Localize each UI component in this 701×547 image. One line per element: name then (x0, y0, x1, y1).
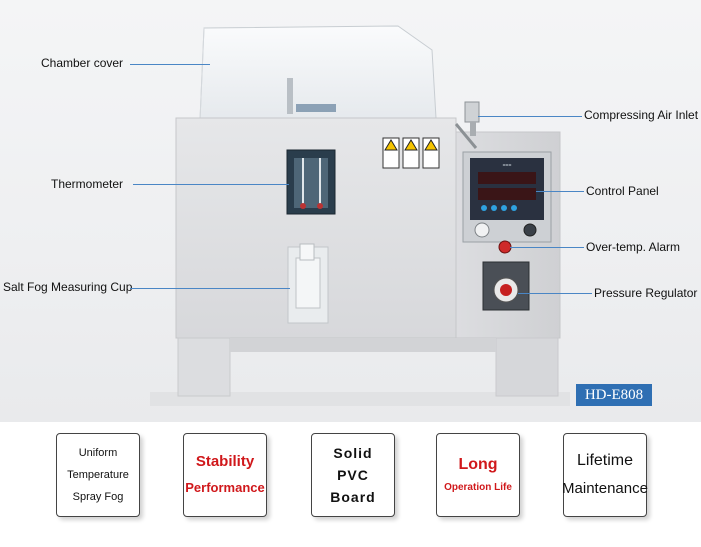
callout-line-alarm (510, 247, 584, 248)
feature-line: PVC (337, 467, 369, 483)
label-pressure-regulator: Pressure Regulator (594, 286, 698, 300)
feature-lifetime-maintenance: Lifetime Maintenance (562, 433, 648, 517)
feature-line: Maintenance (562, 480, 648, 497)
svg-text:===: === (503, 163, 512, 169)
callout-line-chamber-cover (130, 64, 210, 65)
label-salt-fog-cup: Salt Fog Measuring Cup (3, 280, 133, 294)
feature-line: Spray Fog (72, 491, 124, 503)
label-over-temp-alarm: Over-temp. Alarm (586, 240, 681, 254)
leg-left (177, 337, 231, 397)
callout-line-thermometer (133, 184, 289, 185)
feature-solid-pvc-board: Solid PVC Board (311, 433, 395, 517)
feature-line: Operation Life (444, 482, 512, 493)
feature-line: Temperature (67, 469, 129, 481)
callout-line-salt-fog-cup (130, 288, 290, 289)
feature-line: Uniform (78, 447, 118, 459)
salt-spray-chamber-illustration: === (150, 25, 570, 406)
callout-line-air-inlet (478, 116, 582, 117)
feature-line: Performance (185, 480, 265, 495)
feature-line: Solid (333, 445, 373, 461)
product-photo: === Chamber cover Thermometer Salt Fog M… (0, 0, 701, 422)
model-badge: HD-E808 (576, 384, 652, 406)
label-compressing-air-inlet: Compressing Air Inlet (584, 108, 699, 122)
feature-line: Long (458, 456, 498, 473)
label-chamber-cover: Chamber cover (41, 56, 124, 70)
feature-long-operation-life: Long Operation Life (436, 433, 520, 517)
label-control-panel: Control Panel (586, 184, 659, 198)
feature-line: Stability (195, 453, 255, 470)
feature-stability-performance: Stability Performance (183, 433, 267, 517)
leg-right (495, 337, 559, 397)
feature-uniform-temperature: Uniform Temperature Spray Fog (56, 433, 140, 517)
callout-line-pressure-regulator (518, 293, 592, 294)
feature-line: Lifetime (576, 452, 634, 469)
air-inlet (464, 101, 480, 123)
label-thermometer: Thermometer (51, 177, 124, 191)
callout-line-control-panel (536, 191, 584, 192)
feature-line: Board (330, 489, 376, 505)
